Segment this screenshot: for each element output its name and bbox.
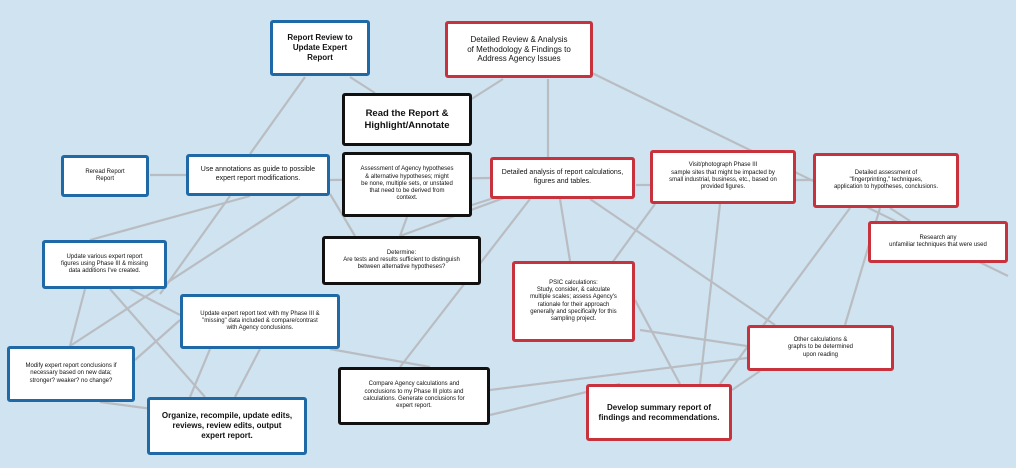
connector-line: [698, 203, 722, 385]
node-report-review[interactable]: Report Review to Update Expert Report: [270, 20, 370, 76]
connector-line: [89, 194, 251, 242]
node-reread-report[interactable]: Reread Report Report: [61, 155, 149, 197]
connector-line: [719, 207, 851, 385]
node-research-unfamiliar[interactable]: Research any unfamiliar techniques that …: [868, 221, 1008, 263]
node-detailed-review[interactable]: Detailed Review & Analysis of Methodolog…: [445, 21, 593, 78]
node-update-text[interactable]: Update expert report text with my Phase …: [180, 294, 340, 349]
connector-line: [188, 348, 212, 398]
node-other-calculations[interactable]: Other calculations & graphs to be determ…: [747, 325, 894, 371]
connector-line: [249, 76, 306, 155]
connector-line: [134, 319, 181, 361]
connector-line: [69, 195, 301, 347]
connector-line: [639, 328, 761, 350]
node-update-figures[interactable]: Update various expert report figures usi…: [42, 240, 167, 289]
connector-line: [558, 198, 572, 262]
node-compare-agency[interactable]: Compare Agency calculations and conclusi…: [338, 367, 490, 425]
node-use-annotations[interactable]: Use annotations as guide to possible exp…: [186, 154, 330, 196]
connector-line: [489, 356, 748, 392]
connector-line: [889, 207, 911, 222]
connector-line: [159, 195, 231, 295]
node-determine[interactable]: Determine: Are tests and results suffici…: [322, 236, 481, 285]
node-develop-summary[interactable]: Develop summary report of findings and r…: [586, 384, 732, 441]
node-modify-conclusions[interactable]: Modify expert report conclusions if nece…: [7, 346, 135, 402]
connector-line: [349, 76, 376, 94]
connector-line: [634, 299, 681, 385]
node-visit-photograph-sites[interactable]: Visit/photograph Phase III sample sites …: [650, 150, 796, 204]
connector-line: [129, 288, 181, 316]
node-assessment-agency[interactable]: Assessment of Agency hypotheses & altern…: [342, 152, 472, 217]
node-fingerprinting-assessment[interactable]: Detailed assessment of "fingerprinting,"…: [813, 153, 959, 208]
connector-line: [731, 370, 761, 391]
node-organize-recompile[interactable]: Organize, recompile, update edits, revie…: [147, 397, 307, 455]
connector-line: [329, 347, 431, 369]
connector-line: [589, 198, 776, 326]
connector-line: [398, 216, 409, 237]
connector-line: [234, 348, 261, 398]
node-psic-calculations[interactable]: PSIC calculations: Study, consider, & ca…: [512, 261, 635, 342]
node-detailed-analysis-calculations[interactable]: Detailed analysis of report calculations…: [490, 157, 635, 199]
connector-line: [68, 288, 87, 347]
connector-line: [109, 288, 206, 398]
connector-line: [469, 78, 504, 101]
node-read-report[interactable]: Read the Report & Highlight/Annotate: [342, 93, 472, 146]
